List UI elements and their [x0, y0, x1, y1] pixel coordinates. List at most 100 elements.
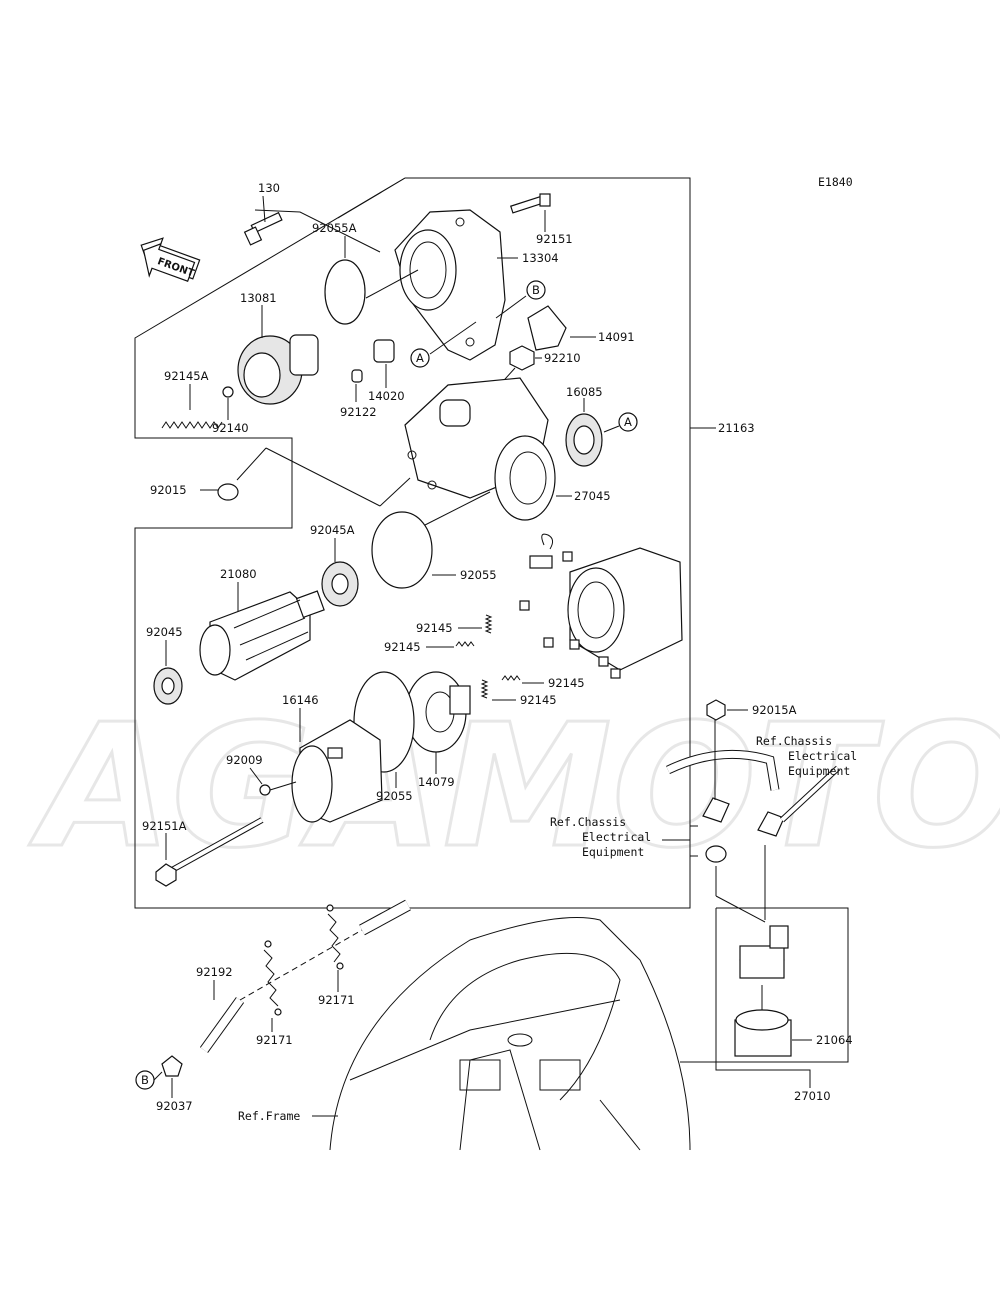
label-92037: 92037 — [156, 1099, 193, 1113]
label-92151A: 92151A — [142, 819, 187, 833]
ref-chassis-left-1: Ref.Chassis — [550, 815, 626, 829]
label-92151: 92151 — [536, 232, 573, 246]
label-92015A: 92015A — [752, 703, 797, 717]
brush-plate-14079 — [405, 671, 471, 753]
marker-a2 — [618, 412, 638, 432]
label-130: 130 — [258, 181, 280, 195]
gear-16085 — [565, 413, 603, 467]
label-14020: 14020 — [368, 389, 405, 403]
pin-92122 — [351, 369, 363, 383]
spring-92145-2 — [455, 641, 475, 647]
spring-92145-4 — [480, 679, 489, 699]
label-14091: 14091 — [598, 330, 635, 344]
gear-13081 — [237, 305, 319, 405]
leader — [424, 491, 491, 526]
label-92055-bottom: 92055 — [376, 789, 413, 803]
spring-92145-1 — [484, 614, 493, 634]
marker-b-label: B — [532, 283, 540, 297]
pipe-upper — [359, 899, 411, 936]
leader — [254, 209, 381, 253]
washer — [705, 845, 727, 863]
leader — [379, 477, 411, 507]
ref-chassis-left-2: Electrical — [582, 830, 651, 844]
leader — [239, 929, 363, 1001]
label-92145-2: 92145 — [384, 640, 421, 654]
bolt-92151 — [510, 193, 551, 214]
end-cover-16146 — [291, 719, 383, 823]
ref-chassis-top-1: Ref.Chassis — [756, 734, 832, 748]
label-21080: 21080 — [220, 567, 257, 581]
leader — [715, 1062, 811, 1088]
label-92015: 92015 — [150, 483, 187, 497]
housing-13304 — [394, 209, 506, 361]
leader — [715, 895, 766, 923]
leader — [265, 447, 381, 507]
label-27045: 27045 — [574, 489, 611, 503]
nut-92015A — [706, 699, 726, 721]
oring-92055-top — [371, 511, 433, 589]
screw-92009 — [259, 781, 297, 796]
clip-92140 — [222, 386, 234, 398]
label-21163: 21163 — [718, 421, 755, 435]
relay-21064 — [734, 925, 792, 1057]
leader — [365, 269, 419, 299]
label-92045: 92045 — [146, 625, 183, 639]
label-92145-1: 92145 — [416, 621, 453, 635]
label-27010: 27010 — [794, 1089, 831, 1103]
leader — [603, 425, 620, 433]
label-16085: 16085 — [566, 385, 603, 399]
armature-21080 — [199, 590, 325, 681]
marker-a — [410, 348, 430, 368]
label-92145-4: 92145 — [520, 693, 557, 707]
ref-frame: Ref.Frame — [238, 1109, 300, 1123]
clamp-92171-1 — [263, 940, 282, 1016]
label-92055A: 92055A — [312, 221, 357, 235]
label-92192: 92192 — [196, 965, 233, 979]
clip-92037 — [161, 1055, 183, 1077]
clamp-92171-2 — [326, 904, 344, 970]
bearing-92045A — [321, 561, 359, 607]
leader — [236, 447, 267, 481]
assembly-outline-21163 — [134, 177, 691, 909]
diagram-code: E1840 — [818, 175, 853, 189]
label-92009: 92009 — [226, 753, 263, 767]
label-92140: 92140 — [212, 421, 249, 435]
leader — [153, 1071, 163, 1081]
marker-a2-label: A — [624, 415, 632, 429]
label-16146: 16146 — [282, 693, 319, 707]
ref-chassis-left-3: Equipment — [582, 845, 644, 859]
cover-27045 — [494, 435, 556, 521]
nut-92210 — [509, 345, 535, 371]
label-13304: 13304 — [522, 251, 559, 265]
marker-b — [526, 280, 546, 300]
label-92171-1: 92171 — [256, 1033, 293, 1047]
oring-92055A — [324, 259, 366, 325]
label-21064: 21064 — [816, 1033, 853, 1047]
leader — [429, 321, 477, 355]
label-92171-2: 92171 — [318, 993, 355, 1007]
marker-a-label: A — [416, 351, 424, 365]
cable-assembly — [666, 720, 841, 837]
leader — [337, 177, 406, 219]
label-92145-3: 92145 — [548, 676, 585, 690]
yoke-assembly — [519, 533, 683, 679]
relay-outline-27010 — [715, 907, 849, 1063]
ref-chassis-top-2: Electrical — [788, 749, 857, 763]
part-14020 — [373, 339, 395, 363]
label-14079: 14079 — [418, 775, 455, 789]
label-13081: 13081 — [240, 291, 277, 305]
nut-92015 — [217, 483, 239, 501]
spring-92145-3 — [501, 675, 521, 681]
pipe-92192 — [199, 997, 245, 1053]
spring-92145A — [161, 421, 223, 429]
watermark: AGAMOTO — [28, 688, 1000, 886]
label-92122: 92122 — [340, 405, 377, 419]
front-arrow-icon: FRONT — [140, 237, 201, 282]
bearing-92045 — [153, 667, 183, 705]
label-92055-top: 92055 — [460, 568, 497, 582]
marker-b2-label: B — [141, 1073, 149, 1087]
label-92145A: 92145A — [164, 369, 209, 383]
frame-sketch — [329, 917, 691, 1151]
